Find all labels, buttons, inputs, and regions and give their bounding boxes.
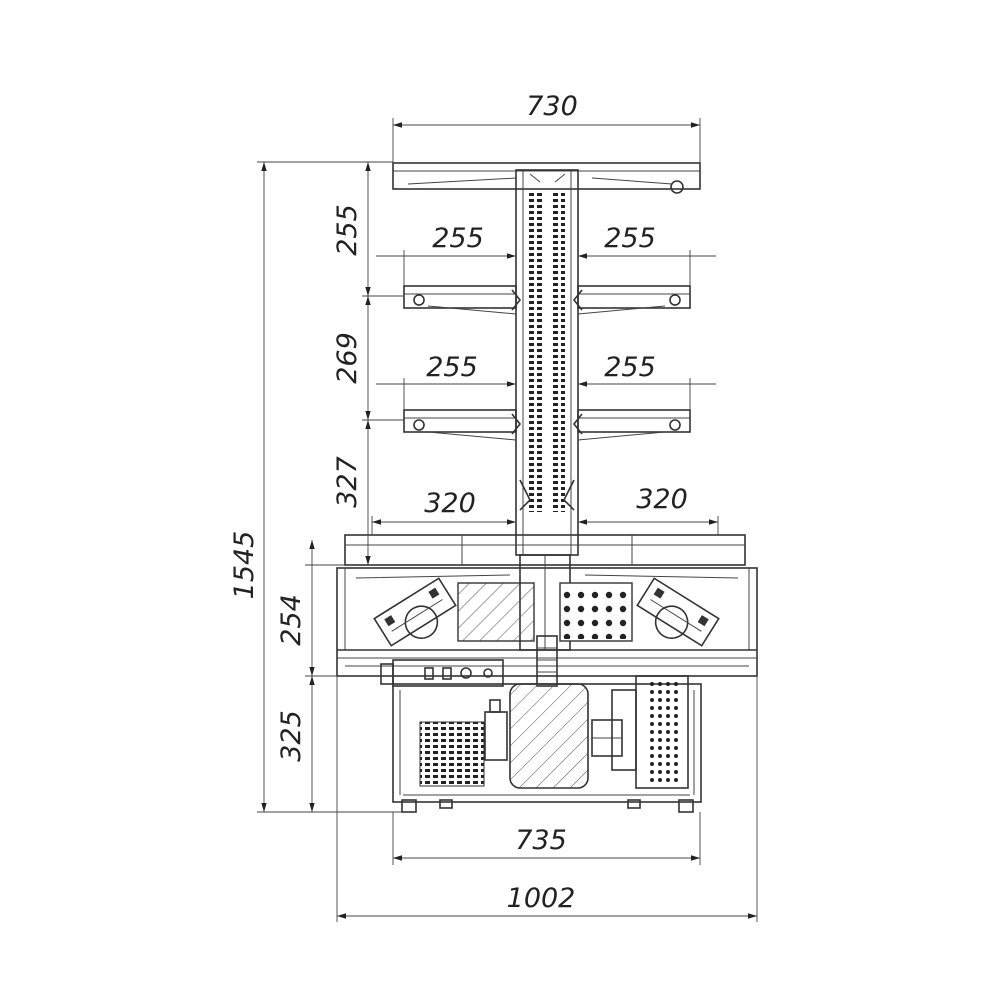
- dim-shelf2-left: 255: [426, 352, 478, 383]
- dim-h-machine: 325: [276, 710, 307, 762]
- shelf-2: [403, 409, 691, 441]
- fan-left: [373, 577, 457, 647]
- machine-compartment: [380, 659, 702, 813]
- dim-top-width: 730: [526, 91, 578, 122]
- column-slots-left: [529, 190, 543, 512]
- fan-right: [636, 577, 720, 647]
- dim-shelf1-left: 255: [432, 223, 484, 254]
- dim-total-width: 1002: [507, 883, 576, 914]
- dim-h-top: 255: [332, 204, 363, 256]
- condenser-grid: [648, 680, 680, 784]
- shelf-1: [403, 285, 691, 315]
- top-shelf: [392, 162, 701, 194]
- column-slots-right: [551, 190, 565, 512]
- dim-base-width: 735: [515, 825, 567, 856]
- vent-grille: [419, 721, 485, 787]
- dim-base-left: 320: [424, 488, 476, 519]
- dim-shelf1-right: 255: [604, 223, 656, 254]
- dim-h-tub: 254: [276, 594, 307, 646]
- dim-h-middle: 269: [332, 332, 363, 384]
- dim-base-right: 320: [636, 484, 688, 515]
- dim-total-height: 1545: [229, 531, 260, 600]
- central-column: [515, 169, 579, 556]
- dim-shelf2-right: 255: [604, 352, 656, 383]
- chilled-tub: [336, 534, 758, 687]
- dim-h-lower: 327: [332, 456, 363, 508]
- perforated-panel: [562, 585, 630, 639]
